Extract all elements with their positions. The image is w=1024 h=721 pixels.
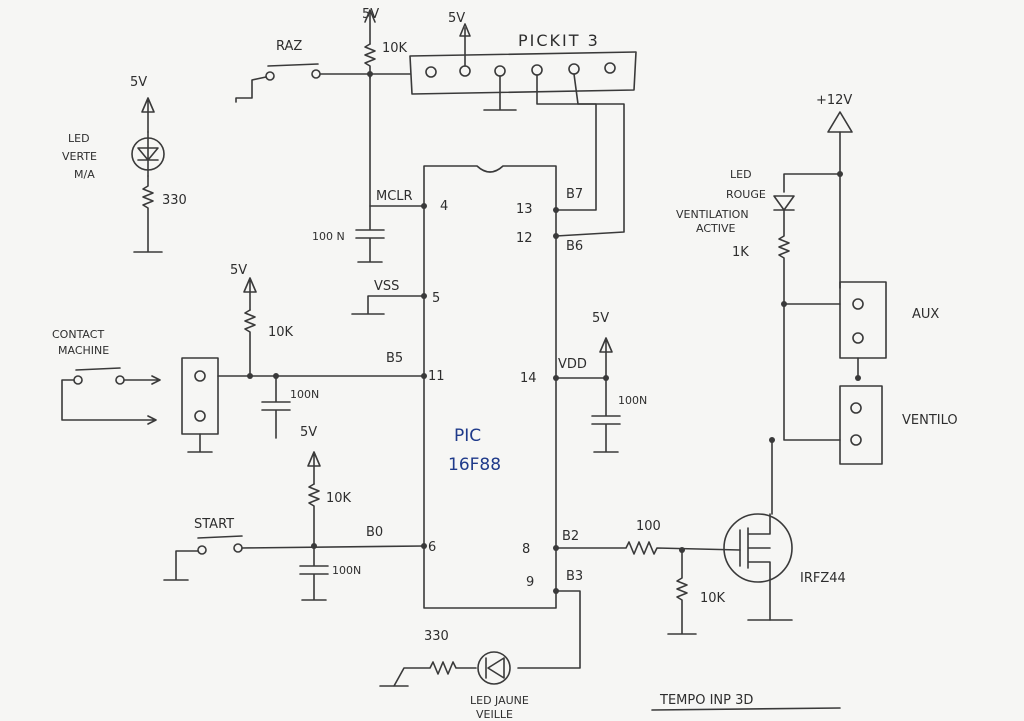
pin8-label: 8 [522,542,530,557]
vdd-5v-label: 5V [592,311,609,326]
start-circuit: 5V 10K START 100N B0 [163,425,425,601]
raz-label: RAZ [276,39,302,54]
pic-16f88-chip: PIC 16F88 4 13 12 5 11 14 6 8 9 [421,165,559,609]
ledj-label-1: LED JAUNE [470,694,529,707]
vss-label: VSS [374,279,399,294]
contact-label-2: MACHINE [58,344,109,357]
jaune-330-label: 330 [424,629,449,644]
mclr-label: MCLR [376,189,413,204]
aux-label: AUX [912,307,939,322]
irfz44-label: IRFZ44 [800,571,846,586]
contact-machine-circuit: CONTACT MACHINE 5V 10K 100N B5 [52,263,425,453]
pin14-label: 14 [520,371,537,386]
b2-label: B2 [562,529,579,544]
mclr-100n-label: 100 N [312,230,345,243]
gate-10k-label: 10K [700,591,726,606]
pin11-label: 11 [428,369,445,384]
ventilo-label: VENTILO [902,413,958,428]
top-10k-label: 10K [382,41,408,56]
pin9-label: 9 [526,575,534,590]
reset-circuit: 5V 10K RAZ MCLR 100 N [235,7,425,263]
ledr-label-1: LED [730,168,752,181]
vss-ground: VSS [351,279,425,315]
mid-10k-label: 10K [268,325,294,340]
pic-part-number: 16F88 [448,455,501,475]
mid-5v-label: 5V [230,263,247,278]
pic-label: PIC [454,426,481,446]
ledv-label-1: LED [68,132,90,145]
pin4-label: 4 [440,199,448,214]
pickit3-connector: PICKIT 3 5V [409,11,637,237]
start-100n-label: 100N [332,564,361,577]
ledj-label-2: VEILLE [476,708,513,721]
start-label: START [194,517,234,532]
pickit3-label: PICKIT 3 [518,31,600,50]
ledr-label-2: ROUGE [726,188,766,201]
pin6-label: 6 [428,540,436,555]
gate-100-label: 100 [636,519,661,534]
pin12-label: 12 [516,231,533,246]
r1k-label: 1K [732,245,749,260]
b7-label: B7 [566,187,583,202]
vdd-circuit: VDD 5V 100N [555,311,647,453]
start-5v-label: 5V [300,425,317,440]
pin13-label: 13 [516,202,533,217]
v12-label: +12V [816,93,852,108]
b0-label: B0 [366,525,383,540]
vdd-100n-label: 100N [618,394,647,407]
b5-100n-label: 100N [290,388,319,401]
ledr-label-4: ACTIVE [696,222,736,235]
b5-label: B5 [386,351,403,366]
ledv-5v-label: 5V [130,75,147,90]
ledv-label-3: M/A [74,168,95,181]
led-verte-circuit: 5V 330 LED VERTE M/A [62,75,187,253]
mosfet-circuit: B2 100 10K IRFZ44 [555,513,846,635]
ledv-330-label: 330 [162,193,187,208]
contact-label-1: CONTACT [52,328,104,341]
pickit-5v-label: 5V [448,11,465,26]
footer-label: TEMPO INP 3D [659,693,753,708]
b3-label: B3 [566,569,583,584]
b6-label: B6 [566,239,583,254]
ledv-label-2: VERTE [62,150,97,163]
vdd-label: VDD [558,357,587,372]
pin5-label: 5 [432,291,440,306]
ledr-label-3: VENTILATION [676,208,749,221]
power-output-circuit: +12V 1K LED ROUGE VENTILATION ACTIVE AUX… [676,93,958,515]
led-jaune-circuit: B3 330 LED JAUNE VEILLE [379,569,583,721]
start-10k-label: 10K [326,491,352,506]
